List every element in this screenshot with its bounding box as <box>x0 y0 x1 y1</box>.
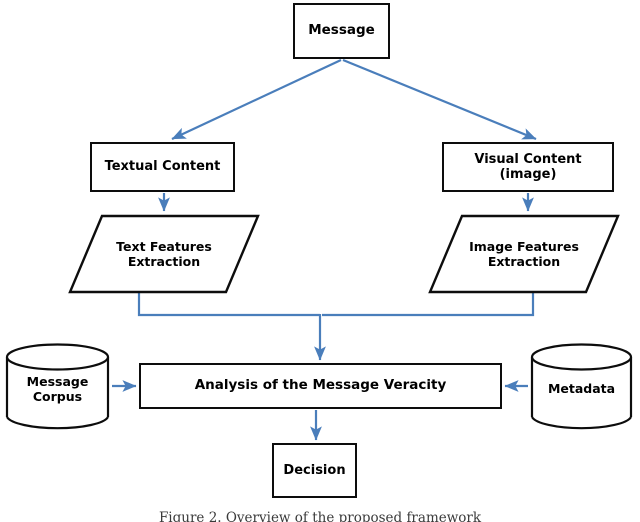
node-visual-content-label: Visual Content (image) <box>444 152 612 183</box>
node-message-corpus-label: Message Corpus <box>5 369 110 409</box>
figure-caption: Figure 2. Overview of the proposed frame… <box>0 510 640 522</box>
node-textual-content: Textual Content <box>90 142 235 192</box>
node-image-features-label: Image Features Extraction <box>428 214 620 294</box>
node-metadata-label: Metadata <box>530 373 633 403</box>
node-image-features-line2: Extraction <box>469 254 579 269</box>
node-textual-content-label: Textual Content <box>105 159 221 174</box>
node-message-label: Message <box>308 23 375 39</box>
edge-message-to-textual <box>172 60 341 139</box>
edge-message-to-visual <box>343 60 536 139</box>
edge-image-features-merge <box>322 293 533 315</box>
node-analysis-of-message-veracity: Analysis of the Message Veracity <box>139 363 502 409</box>
node-text-features-extraction: Text Features Extraction <box>68 214 260 294</box>
node-text-features-line1: Text Features <box>116 239 212 254</box>
node-image-features-extraction: Image Features Extraction <box>428 214 620 294</box>
node-metadata: Metadata <box>530 343 633 431</box>
node-decision: Decision <box>272 443 357 498</box>
edge-text-features-merge <box>139 293 320 315</box>
node-message-corpus-line1: Message <box>27 374 89 389</box>
node-analysis-label: Analysis of the Message Veracity <box>195 378 447 394</box>
node-decision-label: Decision <box>283 463 345 478</box>
node-message-corpus: Message Corpus <box>5 343 110 431</box>
node-message-corpus-line2: Corpus <box>27 389 89 404</box>
node-image-features-line1: Image Features <box>469 239 579 254</box>
node-text-features-line2: Extraction <box>116 254 212 269</box>
node-text-features-label: Text Features Extraction <box>68 214 260 294</box>
node-message: Message <box>293 3 390 59</box>
node-metadata-text: Metadata <box>548 381 615 396</box>
node-visual-content: Visual Content (image) <box>442 142 614 192</box>
